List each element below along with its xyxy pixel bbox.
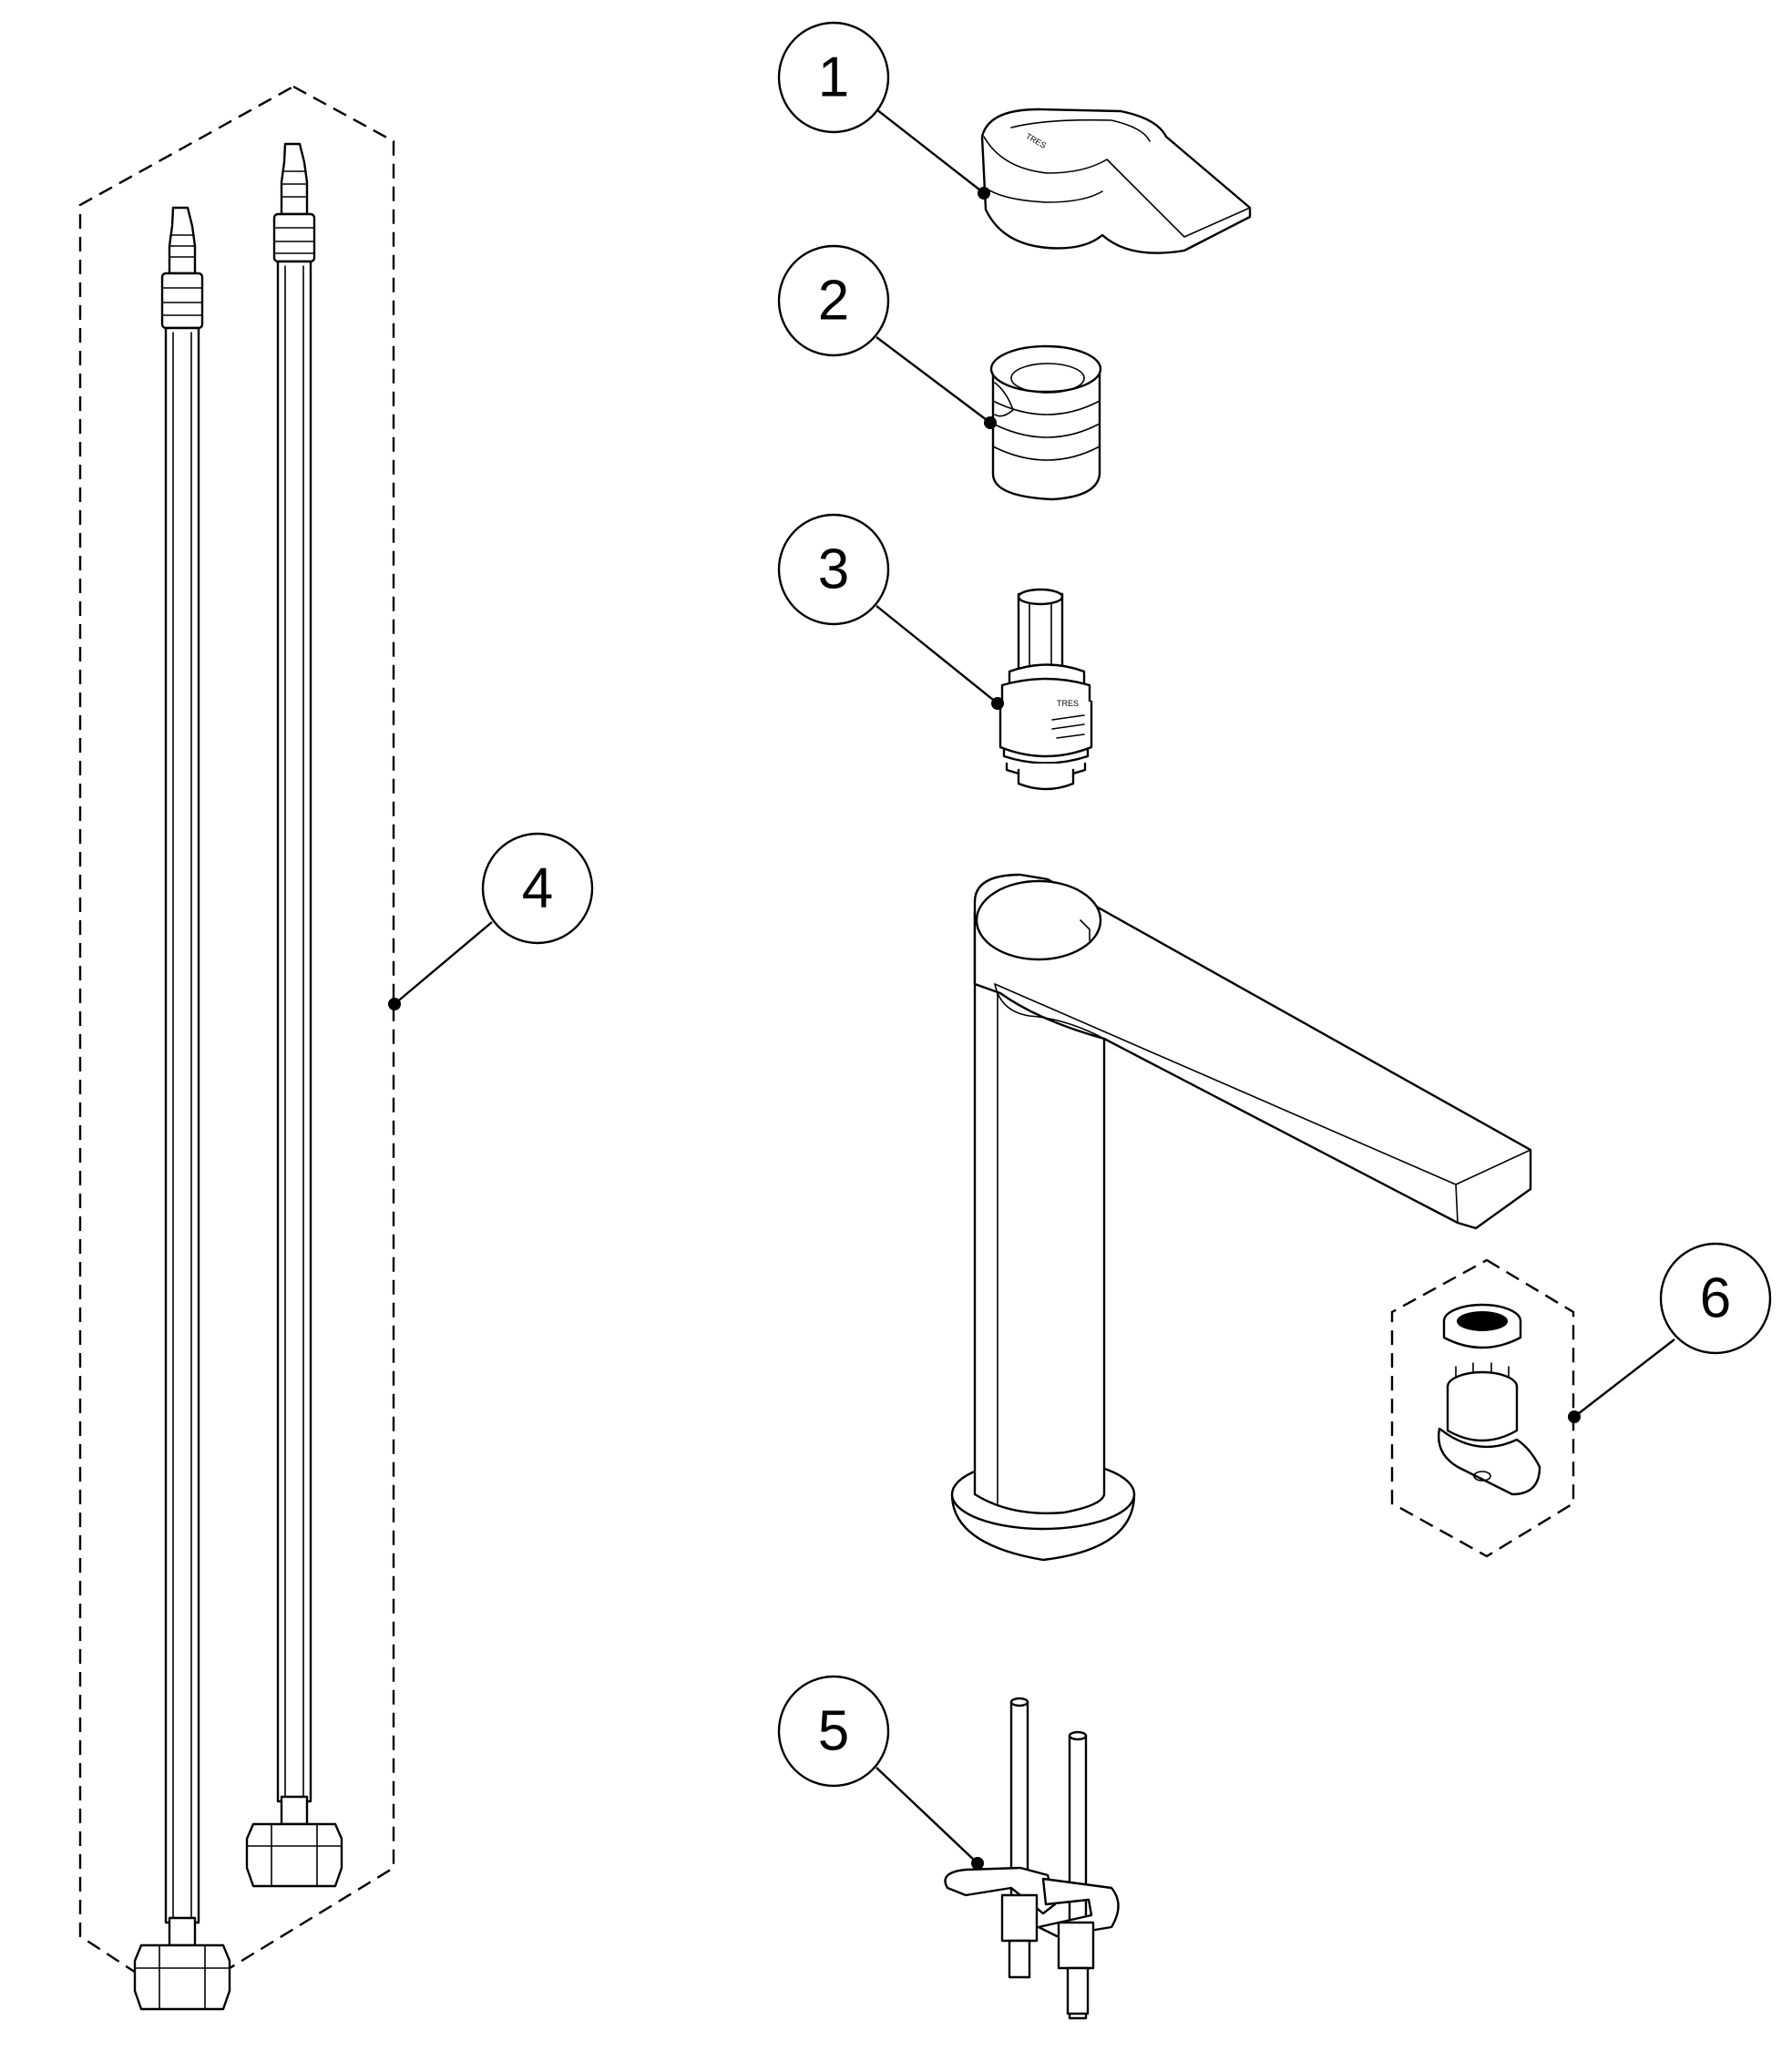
part-6-aerator-set (1390, 1258, 1575, 1558)
part-4-dashed-boundary (78, 85, 395, 2002)
part-6-dashed-boundary (1390, 1258, 1575, 1558)
callout-2-number: 2 (818, 270, 849, 333)
callout-4-number: 4 (522, 857, 553, 920)
callout-1-number: 1 (818, 46, 849, 109)
part-1-lever-handle: TRES (980, 108, 1252, 254)
callout-6: 6 (1659, 1242, 1772, 1355)
tap-body (950, 873, 1532, 1562)
part-4-flexible-hoses (78, 85, 395, 2011)
hose-right (245, 142, 343, 1888)
callout-2: 2 (777, 244, 890, 357)
part-2-cartridge-nut (989, 344, 1102, 501)
callout-3-number: 3 (818, 538, 849, 601)
hose-left (133, 206, 231, 2011)
cartridge-logo-text: TRES (1057, 699, 1079, 708)
callout-5: 5 (777, 1675, 890, 1788)
callout-6-number: 6 (1700, 1267, 1731, 1330)
callout-4: 4 (481, 832, 594, 945)
callout-leaders (388, 108, 1675, 1870)
callout-5-number: 5 (818, 1700, 849, 1763)
callout-1: 1 (777, 21, 890, 134)
part-3-ceramic-cartridge: TRES (998, 588, 1093, 791)
callout-3: 3 (777, 513, 890, 626)
part-5-fixing-kit (944, 1697, 1120, 2020)
